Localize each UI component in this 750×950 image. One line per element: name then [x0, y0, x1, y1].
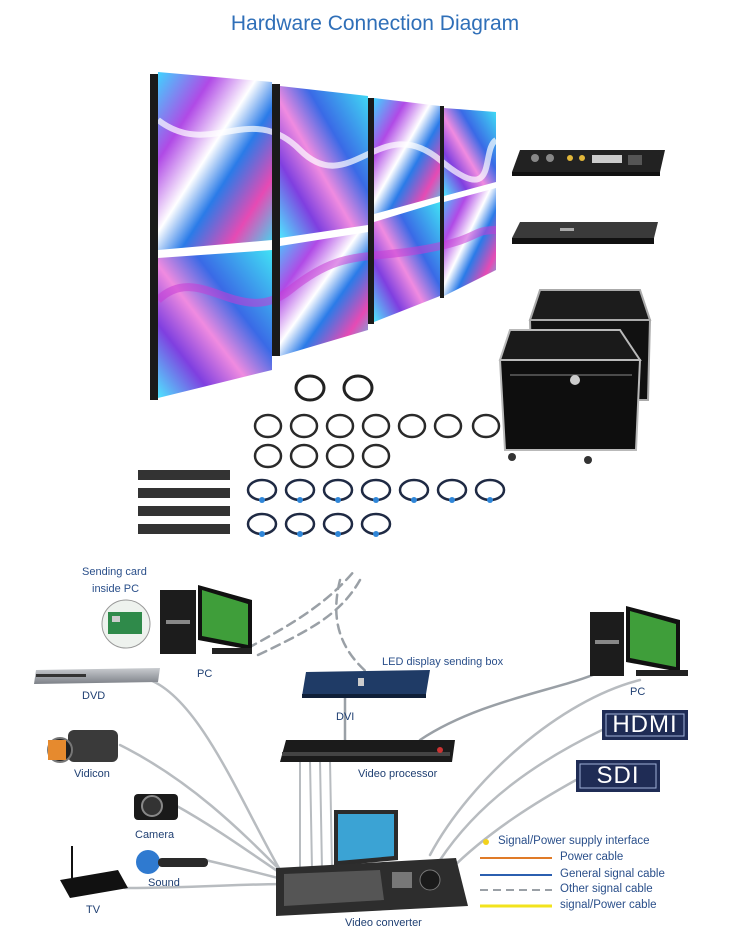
label-pc-right: PC: [630, 686, 646, 698]
controller-box-top: [512, 150, 665, 176]
legend-swatch: [483, 839, 489, 845]
legend-item-signal-power-interface: Signal/Power supply interface: [498, 835, 650, 847]
page-title: Hardware Connection Diagram: [230, 12, 520, 35]
label-hdmi: HDMI: [612, 711, 678, 738]
label-camera: Camera: [135, 829, 175, 841]
label-video-processor: Video processor: [358, 768, 438, 780]
label-inside-pc: inside PC: [92, 583, 140, 595]
tv-box: [60, 846, 128, 898]
vidicon: [47, 730, 118, 763]
label-video-converter: Video converter: [345, 917, 422, 929]
flight-cases: [498, 289, 652, 464]
led-panel: [374, 202, 440, 322]
sound-microphone: [136, 850, 208, 874]
label-led-box: LED display sending box: [382, 656, 504, 668]
connection-cables: [118, 568, 642, 890]
label-sound: Sound: [148, 877, 180, 889]
sdi-badge: [576, 760, 660, 792]
led-panel: [280, 232, 368, 356]
video-converter-console: [276, 810, 468, 916]
legend-item-power-cable: Power cable: [560, 851, 624, 863]
label-sdi: SDI: [596, 762, 640, 789]
label-vidicon: Vidicon: [74, 768, 110, 780]
video-processor-unit: [280, 740, 455, 762]
led-panel: [158, 72, 272, 250]
legend-item-other-signal-cable: Other signal cable: [560, 883, 653, 895]
led-panel: [444, 188, 496, 296]
pc-left: [160, 585, 252, 654]
camera: [134, 794, 178, 820]
legend-item-general-signal-cable: General signal cable: [560, 868, 665, 880]
sending-card: [101, 599, 151, 649]
led-panel: [158, 250, 272, 398]
label-pc-left: PC: [197, 668, 213, 680]
controller-box-bottom: [512, 222, 658, 244]
legend-item-signal-power-cable: signal/Power cable: [560, 899, 657, 911]
label-dvd: DVD: [82, 690, 106, 702]
label-dvi: DVI: [336, 711, 355, 723]
hanging-bars: [138, 470, 230, 534]
hdmi-badge: [602, 710, 688, 740]
cable-coils: [246, 374, 506, 537]
legend-swatches: [480, 839, 552, 908]
led-display-wall: [150, 72, 499, 400]
led-sending-box: [302, 670, 430, 698]
led-panel: [374, 98, 440, 214]
label-tv: TV: [86, 904, 101, 916]
dvd-player: [34, 668, 160, 684]
pc-right: [590, 606, 688, 676]
label-sending-card: Sending card: [82, 566, 147, 578]
